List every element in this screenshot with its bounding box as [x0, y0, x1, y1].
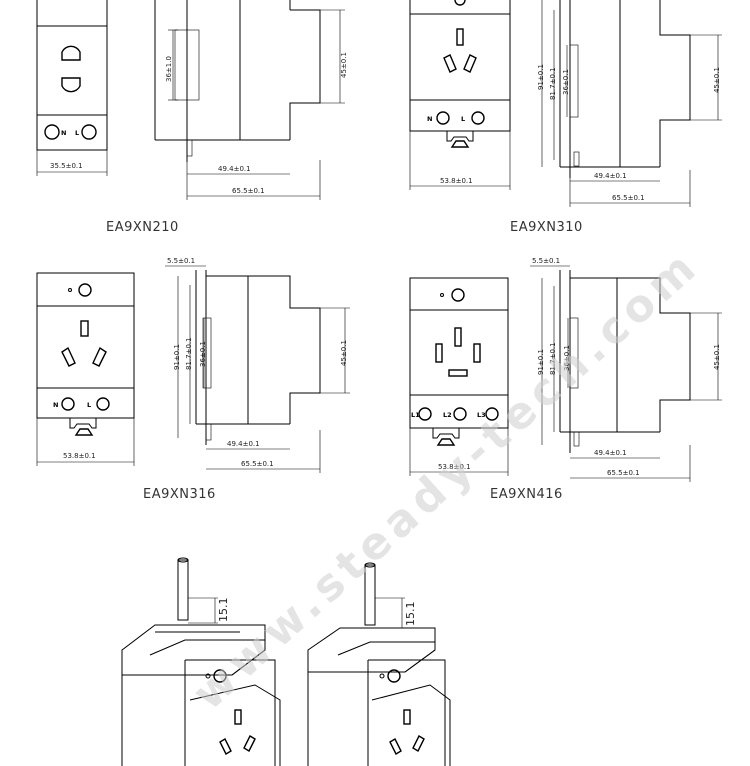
dim-height-45: 45±0.1 — [340, 52, 348, 78]
ea9xn316-front-view: N L 53.8±0.1 — [36, 272, 135, 466]
dim-top-5: 5.5±0.1 — [532, 257, 560, 265]
ea9xn310-front-view: N L 53.8±0.1 — [409, 0, 511, 190]
dim-depth-49: 49.4±0.1 — [594, 449, 627, 457]
model-label-ea9xn310: EA9XN310 — [510, 220, 583, 235]
dim-height-36: 36±0.1 — [562, 69, 570, 95]
dim-width-53: 53.8±0.1 — [438, 463, 471, 471]
ea9xn210-front-view: N L — [36, 0, 108, 151]
ea9xn416-side-view: 5.5±0.1 91±0.1 81.7±0.1 36±0.1 45±0.1 49… — [530, 257, 722, 482]
dim-depth-49: 49.4±0.1 — [218, 165, 251, 173]
dim-height-81: 81.7±0.1 — [185, 337, 193, 370]
watermark-text: www.steady-tech.com — [183, 239, 709, 720]
model-label-ea9xn316: EA9XN316 — [143, 487, 216, 502]
terminal-l-label: L — [461, 115, 465, 123]
terminal-n-label: N — [53, 401, 58, 409]
terminal-n-label: N — [61, 129, 66, 137]
model-label-ea9xn416: EA9XN416 — [490, 487, 563, 502]
dim-height-91: 91±0.1 — [537, 64, 545, 90]
dim-top-5: 5.5±0.1 — [167, 257, 195, 265]
terminal-l2-label: L2 — [443, 411, 452, 419]
terminal-n-label: N — [427, 115, 432, 123]
ea9xn310-side-view: 91±0.1 81.7±0.1 36±0.1 45±0.1 49.4±0.1 6… — [537, 0, 722, 207]
terminal-l-label: L — [87, 401, 91, 409]
dim-height-81: 81.7±0.1 — [549, 67, 557, 100]
dim-height-36: 36±0.1 — [199, 341, 207, 367]
dim-width-35: 35.5±0.1 — [50, 162, 83, 170]
dim-height-36: 36±0.1 — [563, 345, 571, 371]
ea9xn316-side-view: 5.5±0.1 91±0.1 81.7±0.1 36±0.1 45±0.1 49… — [165, 257, 350, 473]
dim-width-53: 53.8±0.1 — [440, 177, 473, 185]
dim-pin-15: 15.1 — [217, 598, 230, 623]
ea9xn416-front-view: L1 L2 L3 53.8±0.1 — [409, 277, 509, 476]
dim-height-45: 45±0.1 — [713, 67, 721, 93]
dim-depth-65: 65.5±0.1 — [607, 469, 640, 477]
model-label-ea9xn210: EA9XN210 — [106, 220, 179, 235]
terminal-l1-label: L1 — [411, 411, 420, 419]
dim-height-45: 45±0.1 — [340, 340, 348, 366]
terminal-l-label: L — [75, 129, 79, 137]
terminal-l3-label: L3 — [477, 411, 486, 419]
dim-height-91: 91±0.1 — [173, 344, 181, 370]
dim-depth-65: 65.5±0.1 — [232, 187, 265, 195]
isometric-right-unit: 15.1 — [307, 562, 451, 766]
dim-depth-65: 65.5±0.1 — [241, 460, 274, 468]
dim-height-81: 81.7±0.1 — [549, 342, 557, 375]
isometric-left-unit: 15.1 — [121, 557, 281, 766]
dim-pin-15: 15.1 — [404, 602, 417, 627]
dim-depth-49: 49.4±0.1 — [594, 172, 627, 180]
dim-depth-65: 65.5±0.1 — [612, 194, 645, 202]
dim-depth-49: 49.4±0.1 — [227, 440, 260, 448]
dim-height-36: 36±1.0 — [165, 56, 173, 82]
dim-height-45: 45±0.1 — [713, 344, 721, 370]
ea9xn210-side-view: 36±1.0 45±0.1 49.4±0.1 65.5±0.1 35.5±0.1 — [36, 0, 348, 200]
dim-width-53: 53.8±0.1 — [63, 452, 96, 460]
dim-height-91: 91±0.1 — [537, 349, 545, 375]
